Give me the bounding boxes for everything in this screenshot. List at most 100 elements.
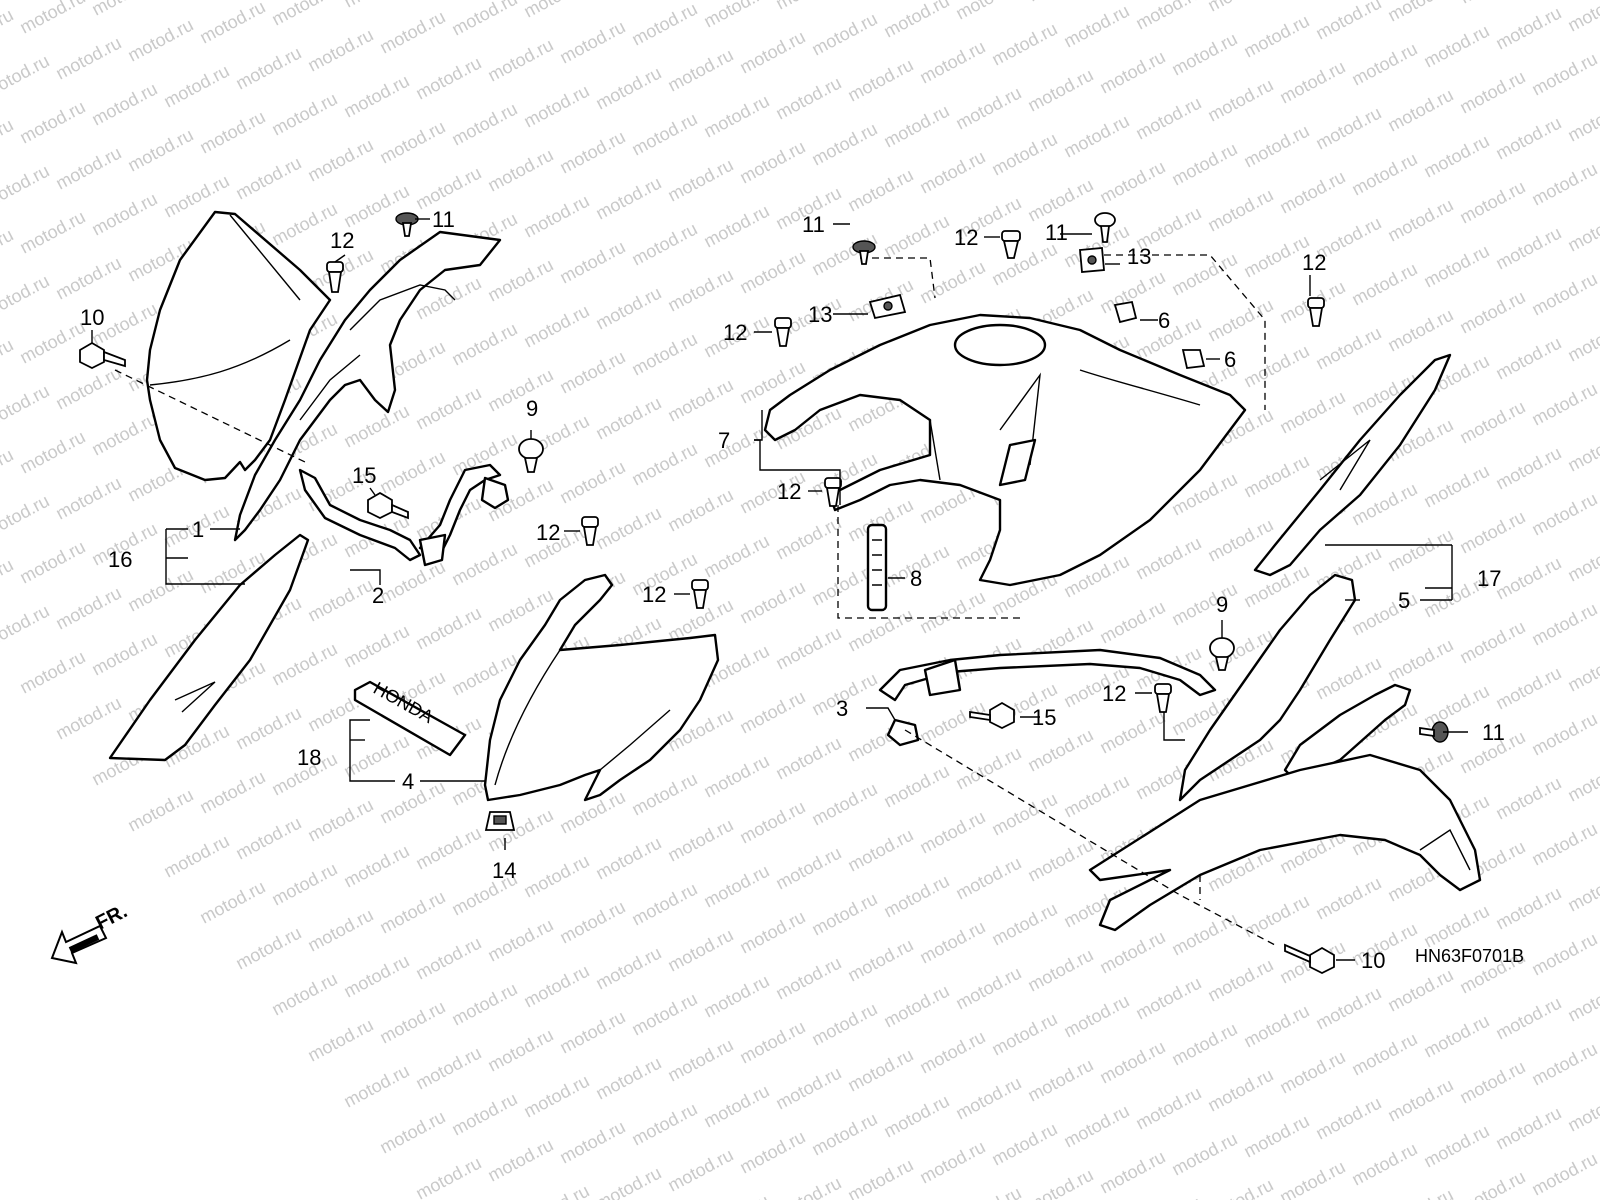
watermark-text: motod.ru [1492,113,1564,164]
watermark-text: motod.ru [592,0,664,4]
callout-6: 6 [1158,308,1170,333]
watermark-text: motod.ru [592,1163,664,1200]
watermark-text: motod.ru [1564,315,1600,366]
watermark-text: motod.ru [1240,341,1312,392]
watermark-text: motod.ru [736,797,808,848]
watermark-text: motod.ru [124,125,196,176]
watermark-text: motod.ru [52,33,124,84]
watermark-text: motod.ru [1564,755,1600,806]
watermark-text: motod.ru [1024,1165,1096,1200]
watermark-text: motod.ru [1024,175,1096,226]
callout-13: 13 [808,302,832,327]
callout-15: 15 [352,463,376,488]
part-16-stripe-left [108,533,310,762]
watermark-text: motod.ru [1204,0,1276,16]
screw-11-icon [852,240,876,265]
watermark-text: motod.ru [448,99,520,150]
watermark-text: motod.ru [196,107,268,158]
watermark-text: motod.ru [844,165,916,216]
watermark-text: motod.ru [1492,1103,1564,1154]
watermark-text: motod.ru [1096,1147,1168,1198]
watermark-text: motod.ru [1564,865,1600,916]
watermark-text: motod.ru [988,129,1060,180]
watermark-text: motod.ru [1204,1175,1276,1200]
watermark-text: motod.ru [232,703,304,754]
watermark-text: motod.ru [1492,3,1564,54]
watermark-text: motod.ru [304,575,376,626]
watermark-text: motod.ru [0,51,53,102]
watermark-text: motod.ru [772,623,844,674]
watermark-text: motod.ru [1384,0,1456,26]
watermark-text: motod.ru [700,0,772,32]
watermark-text: motod.ru [556,347,628,398]
watermark-text: motod.ru [1276,387,1348,438]
watermark-text: motod.ru [16,207,88,258]
callout-7: 7 [718,428,730,453]
watermark-text: motod.ru [448,1089,520,1140]
watermark-text: motod.ru [556,17,628,68]
callout-12: 12 [1302,250,1326,275]
watermark-text: motod.ru [592,943,664,994]
watermark-text: motod.ru [1420,1011,1492,1062]
watermark-text: motod.ru [1564,535,1600,586]
watermark-text: motod.ru [1420,901,1492,952]
watermark-text: motod.ru [1384,635,1456,686]
watermark-text: motod.ru [700,201,772,252]
watermark-text: motod.ru [988,789,1060,840]
watermark-text: motod.ru [880,1091,952,1142]
callout-4: 4 [402,769,414,794]
watermark-text: motod.ru [772,0,844,14]
bolt-10-left-icon [79,341,126,370]
watermark-text: motod.ru [844,605,916,656]
watermark-text: motod.ru [1384,85,1456,136]
part-2-stay-left [298,463,510,567]
watermark-text: motod.ru [268,89,340,140]
watermark-text: motod.ru [736,137,808,188]
watermark-text: motod.ru [700,751,772,802]
watermark-text: motod.ru [628,439,700,490]
watermark-text: motod.ru [1204,1065,1276,1116]
watermark-text: motod.ru [124,15,196,66]
watermark-text: motod.ru [1456,177,1528,228]
watermark-text: motod.ru [340,71,412,122]
clip-12-icon [1154,683,1172,713]
watermark-text: motod.ru [448,319,520,370]
watermark-text: motod.ru [448,0,520,40]
callout-13: 13 [1127,244,1151,269]
watermark-text: motod.ru [1024,65,1096,116]
watermark-text: motod.ru [1564,975,1600,1026]
callout-12: 12 [536,520,560,545]
watermark-text: motod.ru [1024,1055,1096,1106]
callout-11: 11 [1045,220,1068,245]
watermark-text: motod.ru [808,889,880,940]
watermark-text: motod.ru [1204,295,1276,346]
watermark-text: motod.ru [628,879,700,930]
watermark-text: motod.ru [1492,773,1564,824]
watermark-text: motod.ru [1204,955,1276,1006]
watermark-text: motod.ru [772,953,844,1004]
watermark-text: motod.ru [52,473,124,524]
watermark-text: motod.ru [1492,333,1564,384]
watermark-text: motod.ru [628,769,700,820]
watermark-text: motod.ru [916,807,988,858]
callout-17: 17 [1477,566,1501,591]
watermark-text: motod.ru [448,979,520,1030]
watermark-text: motod.ru [808,119,880,170]
watermark-text: motod.ru [232,153,304,204]
watermark-text: motod.ru [232,813,304,864]
watermark-text: motod.ru [736,577,808,628]
watermark-text: motod.ru [880,981,952,1032]
watermark-text: motod.ru [988,239,1060,290]
watermark-text: motod.ru [664,1145,736,1196]
watermark-text: motod.ru [844,1155,916,1200]
watermark-text: motod.ru [160,61,232,112]
watermark-text: motod.ru [232,43,304,94]
watermark-text: motod.ru [952,1073,1024,1124]
watermark-text: motod.ru [844,55,916,106]
watermark-text: motod.ru [1492,883,1564,934]
watermark-text: motod.ru [1528,379,1600,430]
watermark-text: motod.ru [1060,991,1132,1042]
watermark-text: motod.ru [412,603,484,654]
watermark-text: motod.ru [304,1015,376,1066]
watermark-text: motod.ru [1528,709,1600,760]
